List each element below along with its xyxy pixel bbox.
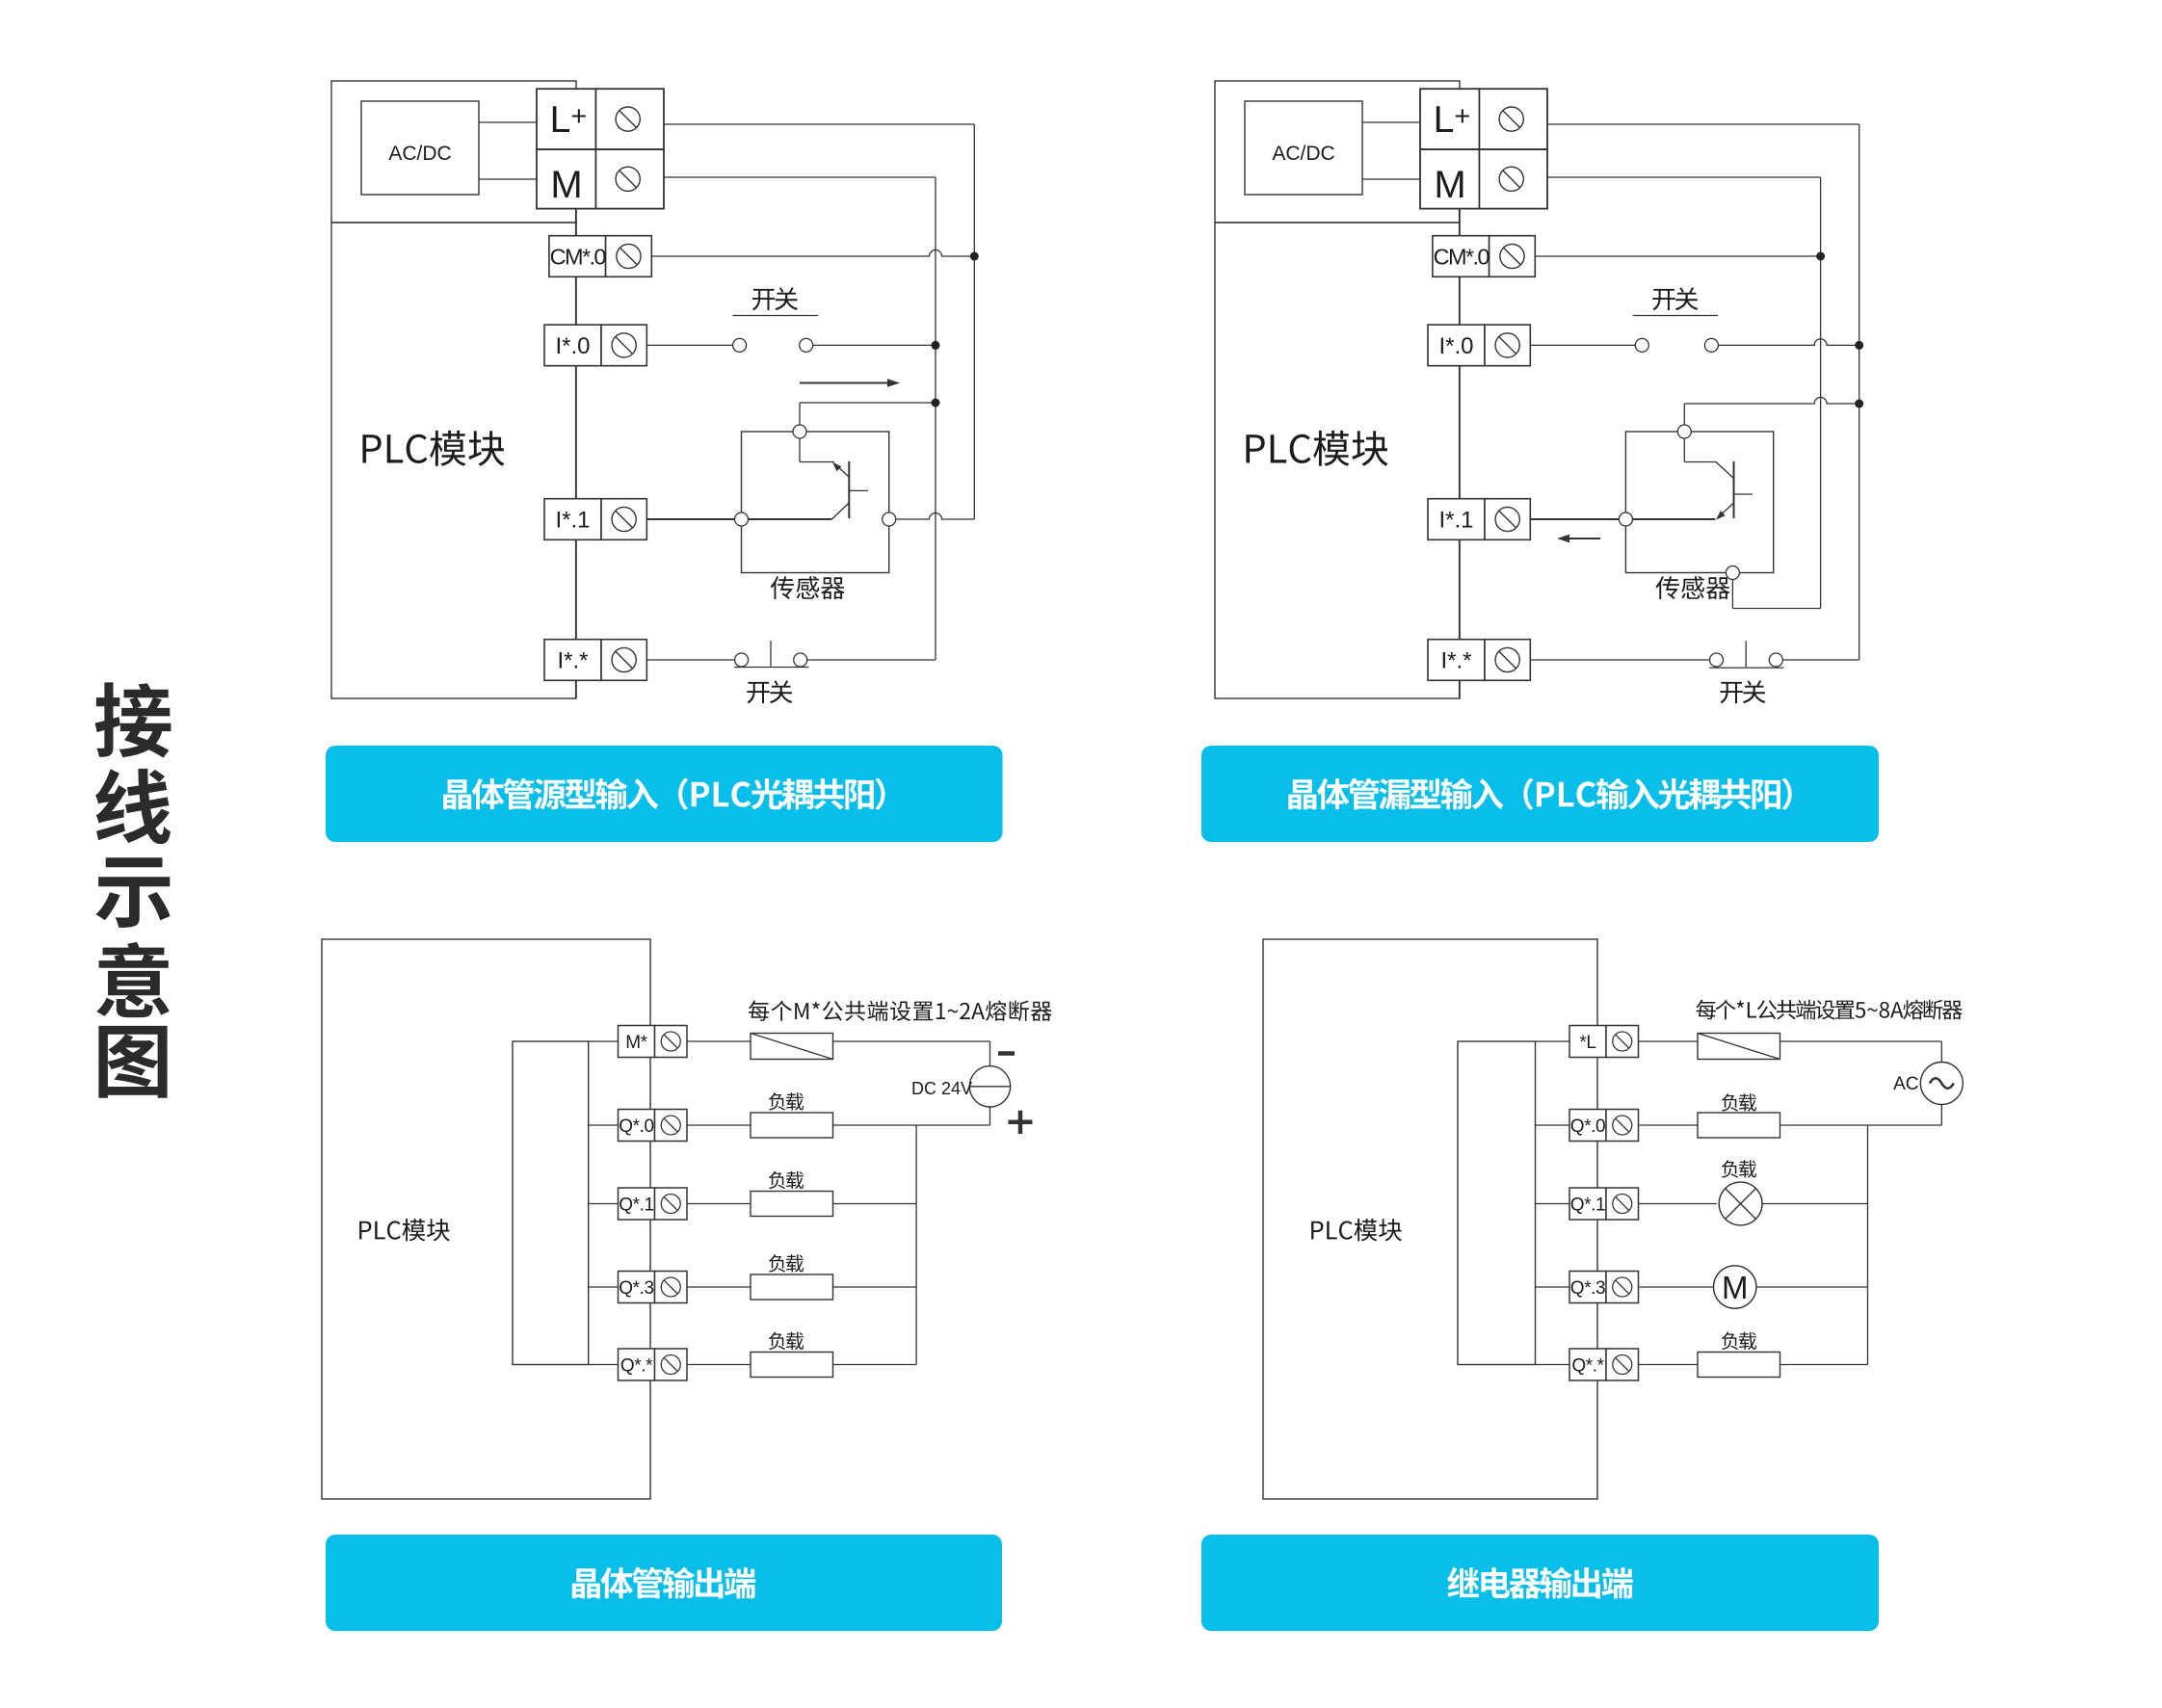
svg-text:AC/DC: AC/DC xyxy=(388,143,451,165)
svg-text:I*.1: I*.1 xyxy=(1438,508,1473,534)
svg-text:DC 24V: DC 24V xyxy=(911,1079,972,1098)
svg-text:I*.0: I*.0 xyxy=(555,333,590,359)
svg-text:AC: AC xyxy=(1893,1074,1918,1094)
svg-text:M: M xyxy=(1434,164,1465,206)
svg-text:Q*.0: Q*.0 xyxy=(1570,1117,1605,1137)
svg-text:CM*.0: CM*.0 xyxy=(1434,245,1490,270)
svg-text:Q*.1: Q*.1 xyxy=(1570,1196,1605,1216)
svg-text:AC/DC: AC/DC xyxy=(1272,143,1334,165)
svg-text:Q*.3: Q*.3 xyxy=(619,1278,653,1299)
svg-text:I*.0: I*.0 xyxy=(1438,333,1473,359)
svg-text:I*.*: I*.* xyxy=(1440,648,1471,674)
svg-text:Q*.*: Q*.* xyxy=(620,1356,653,1377)
svg-text:M*: M* xyxy=(625,1033,647,1053)
svg-text:Q*.1: Q*.1 xyxy=(619,1196,653,1216)
svg-text:M: M xyxy=(550,164,582,206)
svg-text:Q*.*: Q*.* xyxy=(1571,1356,1604,1377)
svg-text:Q*.0: Q*.0 xyxy=(619,1117,653,1137)
svg-text:*L: *L xyxy=(1579,1033,1595,1053)
svg-text:I*.*: I*.* xyxy=(557,648,588,674)
svg-text:Q*.3: Q*.3 xyxy=(1570,1278,1605,1299)
svg-text:I*.1: I*.1 xyxy=(555,508,590,534)
svg-text:M: M xyxy=(1722,1270,1749,1305)
svg-text:L+: L+ xyxy=(550,99,588,141)
svg-text:CM*.0: CM*.0 xyxy=(550,245,607,270)
